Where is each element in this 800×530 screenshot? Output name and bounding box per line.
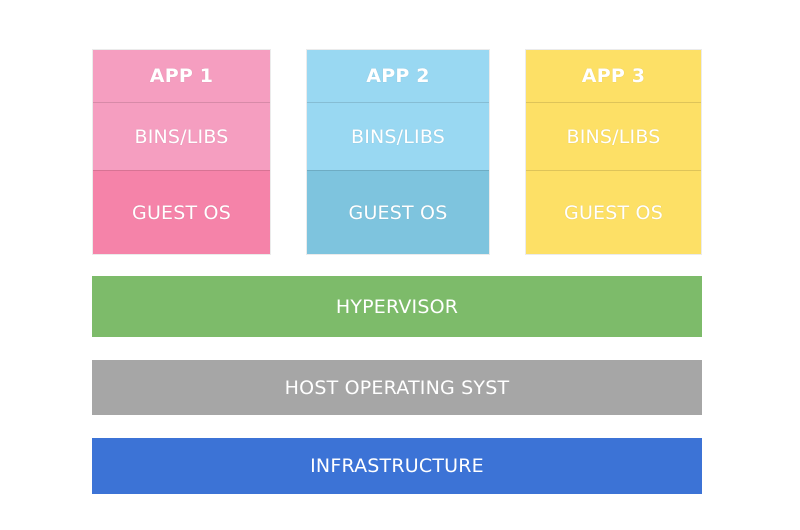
vm-stack-1: APP 1 BINS/LIBS GUEST OS <box>92 49 271 255</box>
host-os-layer: HOST OPERATING SYST <box>92 360 702 415</box>
vm-stack-2: APP 2 BINS/LIBS GUEST OS <box>306 49 490 255</box>
guest-os-1-block: GUEST OS <box>93 170 270 254</box>
infrastructure-layer: INFRASTRUCTURE <box>92 438 702 494</box>
app-1-block: APP 1 <box>93 50 270 102</box>
vm-stack-3: APP 3 BINS/LIBS GUEST OS <box>525 49 702 255</box>
hypervisor-layer: HYPERVISOR <box>92 276 702 337</box>
bins-libs-3-block: BINS/LIBS <box>526 102 701 170</box>
bins-libs-2-block: BINS/LIBS <box>307 102 489 170</box>
app-2-block: APP 2 <box>307 50 489 102</box>
app-3-block: APP 3 <box>526 50 701 102</box>
guest-os-2-block: GUEST OS <box>307 170 489 254</box>
guest-os-3-block: GUEST OS <box>526 170 701 254</box>
bins-libs-1-block: BINS/LIBS <box>93 102 270 170</box>
